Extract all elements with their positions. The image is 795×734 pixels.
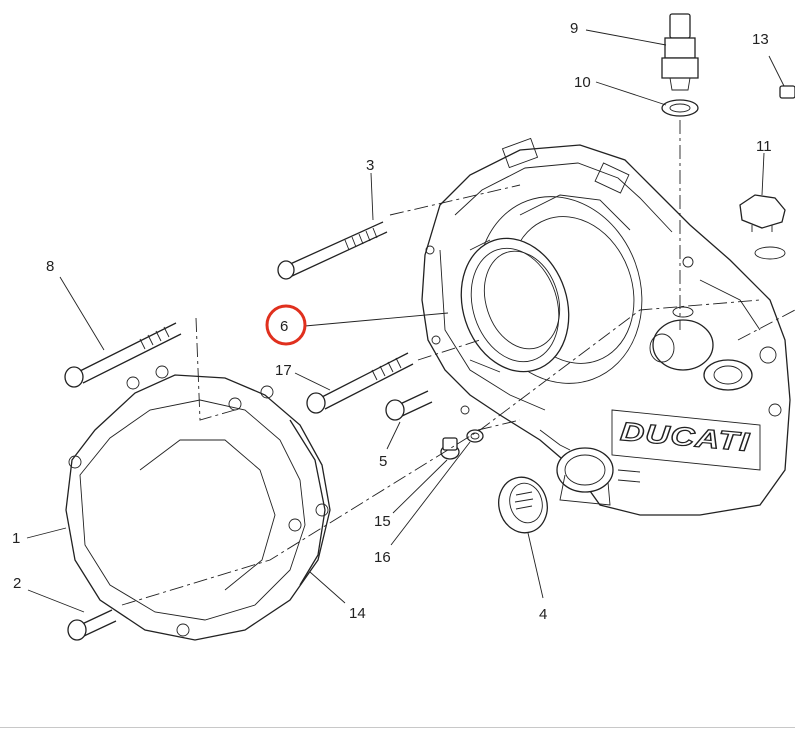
part-11-plug	[739, 194, 786, 232]
part-9-sensor	[661, 13, 699, 91]
callout-15[interactable]: 15	[374, 513, 391, 530]
part-2-bolt	[67, 609, 117, 641]
callout-4[interactable]: 4	[539, 606, 547, 623]
callout-14[interactable]: 14	[349, 605, 366, 622]
callout-10[interactable]: 10	[574, 74, 591, 91]
callout-16[interactable]: 16	[374, 549, 391, 566]
part-6-seal	[460, 237, 570, 373]
callout-13[interactable]: 13	[752, 31, 769, 48]
callout-1[interactable]: 1	[12, 530, 20, 547]
part-15-fitting	[440, 437, 460, 460]
part-5-bolt	[385, 390, 433, 421]
part-8-bolt	[64, 322, 182, 388]
callout-17[interactable]: 17	[275, 362, 292, 379]
leader-lines	[26, 29, 785, 613]
part-3-bolt	[277, 221, 388, 280]
callout-9[interactable]: 9	[570, 20, 578, 37]
part-6-highlight-ring	[265, 304, 307, 346]
engine-case: DUCATI	[421, 137, 791, 516]
part-11-oring	[754, 246, 786, 260]
callout-labels: 9 13 10 11 3 8 6 17 5 15 1 16 2 14 4	[12, 20, 772, 623]
part-1-clutch-cover	[65, 365, 331, 641]
assembly-axes	[121, 120, 795, 606]
callout-2[interactable]: 2	[13, 575, 21, 592]
callout-6[interactable]: 6	[280, 318, 288, 335]
part-4-seal	[498, 476, 548, 534]
part-17-bolt	[306, 352, 414, 414]
callout-3[interactable]: 3	[366, 157, 374, 174]
callout-8[interactable]: 8	[46, 258, 54, 275]
bottom-divider	[0, 727, 795, 728]
part-13-pin	[779, 85, 795, 99]
part-10-washer	[661, 99, 699, 117]
part-16-washer	[466, 429, 484, 443]
callout-11[interactable]: 11	[756, 138, 772, 155]
callout-5[interactable]: 5	[379, 453, 387, 470]
